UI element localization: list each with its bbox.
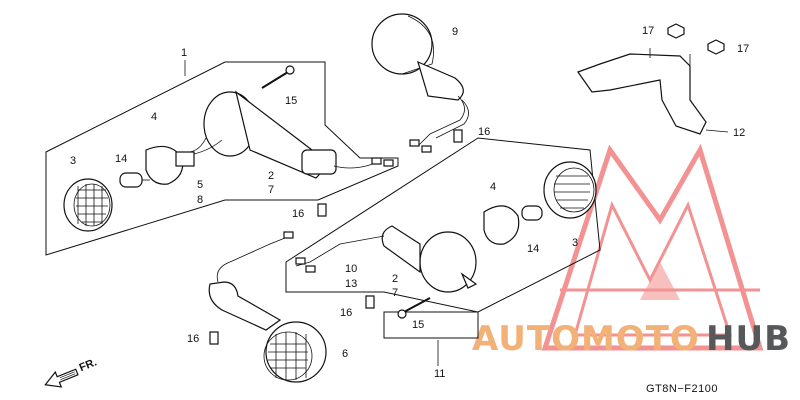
callout-8: 8 [197,194,203,206]
callout-3-right: 3 [572,237,578,249]
callout-5: 5 [197,179,203,191]
callout-15-top: 15 [285,95,297,107]
screw-part-15-top [261,65,295,89]
callout-12: 12 [733,127,745,139]
callout-9: 9 [452,26,458,38]
lens-part-3-left [63,178,113,232]
bolt-part-16-a [317,203,327,217]
lens-part-3-right [543,161,597,219]
turn-signal-part-6 [208,231,327,383]
group-11-outline [285,137,601,339]
callout-4-right: 4 [490,181,496,193]
bulb-part-14-left [119,172,150,188]
callout-16-b: 16 [478,126,490,138]
nut-part-17-b [707,39,725,55]
callout-16-d: 16 [187,333,199,345]
watermark-text-auto: AUTOMOTO [472,319,700,359]
callout-2-left: 2 [268,170,274,182]
callout-14-left: 14 [115,153,127,165]
callout-7-right: 7 [392,287,398,299]
callout-11: 11 [434,368,445,380]
turn-signal-part-9 [371,13,469,153]
connector-right-2 [305,265,316,273]
callout-14-right: 14 [527,243,539,255]
wire-harness-left [333,161,381,169]
front-arrow-label: FR. [78,356,99,374]
callout-6: 6 [342,348,348,360]
front-direction-arrow [44,368,79,388]
bulb-part-14-right [521,205,543,221]
watermark-logo [541,143,764,351]
connector-right-1 [295,257,306,265]
callout-17-a: 17 [642,25,654,37]
group-1-outline [45,61,399,256]
callout-2-right: 2 [392,273,398,285]
connector-left-2 [383,159,394,167]
callout-10: 10 [345,263,357,275]
callout-16-c: 16 [340,307,352,319]
callout-13: 13 [345,278,357,290]
drawing-code: GT8N−F2100 [646,383,718,395]
callout-4-left: 4 [151,111,157,123]
nut-part-17-a [667,23,685,39]
housing-part-2-left [189,90,337,179]
callout-7-left: 7 [268,184,274,196]
screw-part-15-bottom [397,297,431,319]
housing-part-2-right [381,225,478,293]
socket-part-4-left [145,145,195,185]
callout-3-left: 3 [70,155,76,167]
socket-part-4-right [483,205,520,245]
watermark-text-hub: HUB [706,319,791,359]
wire-harness-right [295,235,385,267]
connector-left-1 [371,157,382,165]
callout-15-bottom: 15 [412,319,424,331]
callout-1: 1 [181,47,187,59]
callout-17-b: 17 [737,43,749,55]
callout-16-a: 16 [292,208,304,220]
bolt-part-16-c [365,295,375,309]
bracket-part-12 [577,48,707,135]
